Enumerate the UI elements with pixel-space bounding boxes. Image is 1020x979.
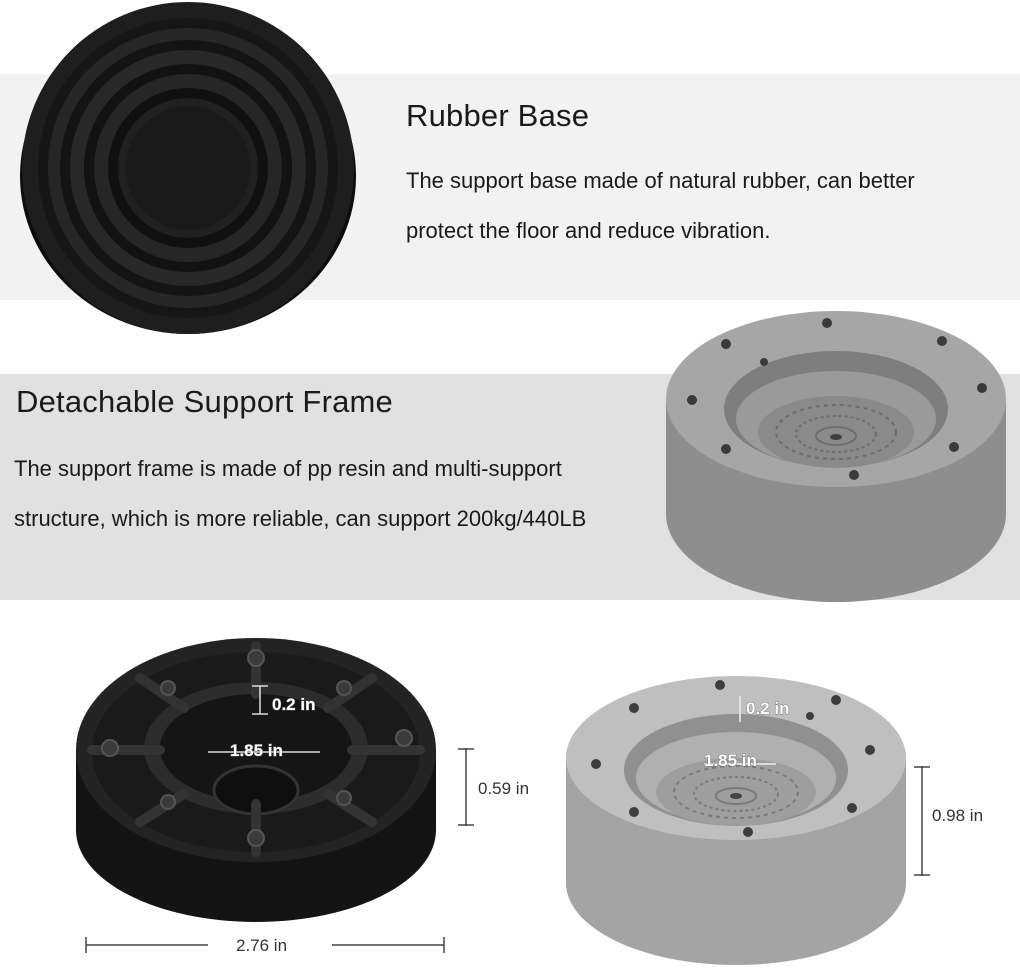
black-height-label: 0.59 in	[478, 779, 530, 798]
rubber-base-description-line1: The support base made of natural rubber,…	[406, 168, 915, 193]
grey-inner-depth-label: 0.2 in	[746, 699, 789, 718]
rubber-base-title: Rubber Base	[406, 98, 590, 133]
rubber-base-image	[20, 2, 356, 334]
rubber-base-description-line2: protect the floor and reduce vibration.	[406, 218, 771, 243]
support-frame-description-line2: structure, which is more reliable, can s…	[14, 506, 587, 531]
black-width-dimension-line	[85, 937, 445, 953]
grey-inner-diameter-label: 1.85 in	[704, 751, 757, 770]
black-frame-image: 0.2 in 1.85 in	[76, 638, 436, 922]
support-frame-description-line1: The support frame is made of pp resin an…	[14, 456, 562, 481]
black-width-label: 2.76 in	[236, 936, 288, 955]
grey-height-dimension-line	[914, 766, 930, 876]
black-height-dimension-line	[458, 748, 474, 826]
grey-frame-image: 0.2 in 1.85 in	[566, 676, 906, 965]
support-frame-title: Detachable Support Frame	[16, 384, 393, 419]
black-inner-diameter-label: 1.85 in	[230, 741, 283, 760]
black-inner-depth-label: 0.2 in	[272, 695, 315, 714]
grey-height-label: 0.98 in	[932, 806, 984, 825]
support-frame-image	[666, 311, 1006, 602]
